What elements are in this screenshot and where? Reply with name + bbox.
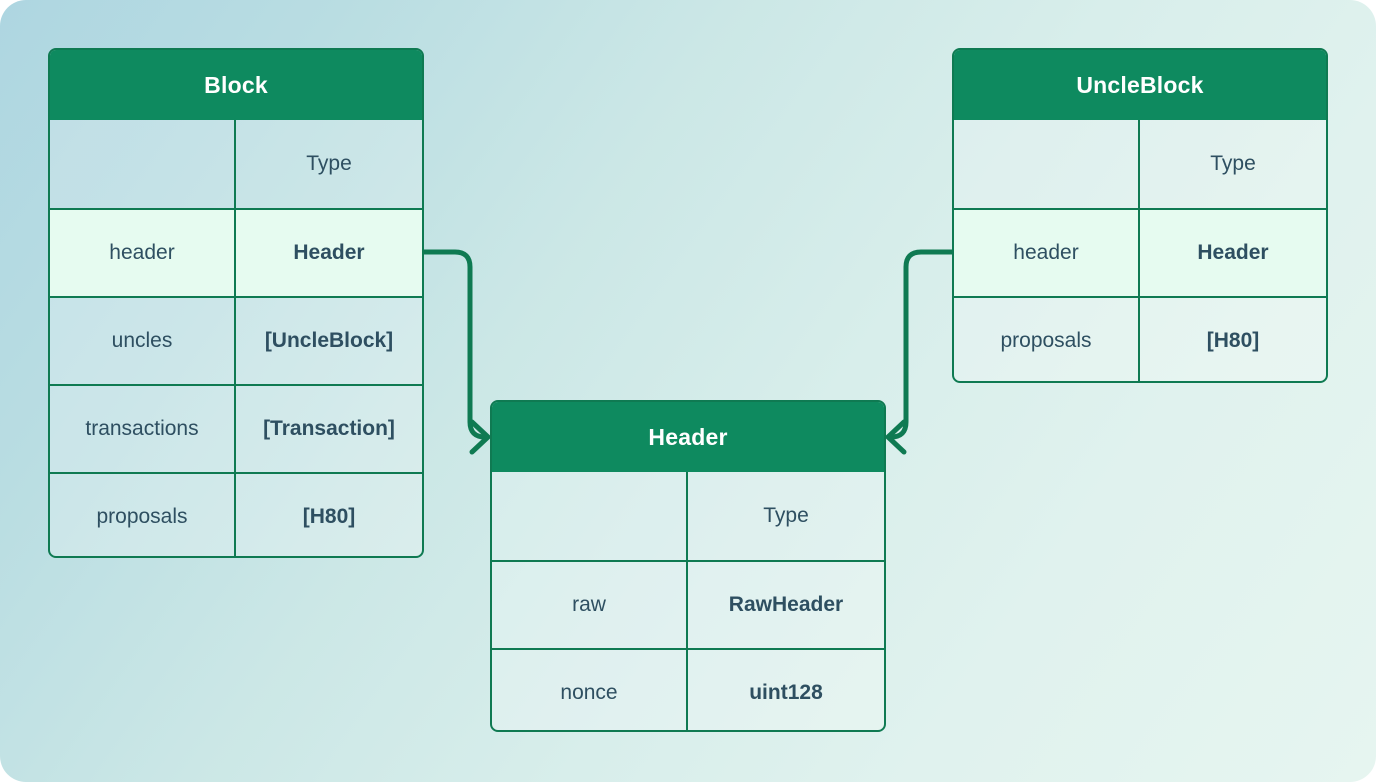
field-type: [Transaction]: [263, 417, 395, 440]
table-header-row: Type: [954, 120, 1326, 208]
table-row[interactable]: proposals [H80]: [50, 472, 422, 556]
entity-block-rows: Type header Header uncles [UncleBlock] t…: [50, 120, 422, 556]
field-name: raw: [492, 562, 688, 648]
field-type: uint128: [749, 681, 823, 704]
column-header-name: [50, 120, 236, 208]
field-name: header: [954, 210, 1140, 296]
arrowhead-into-header-left: [469, 419, 491, 455]
entity-header-title: Header: [492, 402, 884, 472]
table-row[interactable]: uncles [UncleBlock]: [50, 296, 422, 384]
table-row[interactable]: transactions [Transaction]: [50, 384, 422, 472]
column-header-type: Type: [1210, 152, 1256, 175]
field-name: uncles: [50, 298, 236, 384]
field-type: Header: [1197, 241, 1269, 264]
table-row[interactable]: proposals [H80]: [954, 296, 1326, 381]
table-header-row: Type: [492, 472, 884, 560]
field-type: [H80]: [1206, 329, 1260, 352]
field-name: nonce: [492, 650, 688, 730]
entity-block[interactable]: Block Type header Header uncles [UncleBl…: [48, 48, 424, 558]
field-name: transactions: [50, 386, 236, 472]
entity-header[interactable]: Header Type raw RawHeader nonce uint128: [490, 400, 886, 732]
field-name: header: [50, 210, 236, 296]
table-header-row: Type: [50, 120, 422, 208]
connector-uncleblock-header: [886, 249, 955, 440]
field-type: Header: [293, 241, 365, 264]
column-header-name: [954, 120, 1140, 208]
table-row[interactable]: header Header: [50, 208, 422, 296]
table-row[interactable]: raw RawHeader: [492, 560, 884, 648]
field-type: [H80]: [302, 505, 356, 528]
entity-uncleblock[interactable]: UncleBlock Type header Header proposals …: [952, 48, 1328, 383]
field-type: [UncleBlock]: [264, 329, 394, 352]
connector-block-header: [421, 249, 490, 440]
entity-uncleblock-title: UncleBlock: [954, 50, 1326, 120]
table-row[interactable]: header Header: [954, 208, 1326, 296]
entity-header-rows: Type raw RawHeader nonce uint128: [492, 472, 884, 730]
column-header-type: Type: [306, 152, 352, 175]
table-row[interactable]: nonce uint128: [492, 648, 884, 730]
arrowhead-into-header-right: [885, 419, 907, 455]
entity-block-title: Block: [50, 50, 422, 120]
entity-uncleblock-rows: Type header Header proposals [H80]: [954, 120, 1326, 381]
column-header-type: Type: [763, 504, 809, 527]
field-type: RawHeader: [728, 593, 844, 616]
field-name: proposals: [50, 474, 236, 556]
field-name: proposals: [954, 298, 1140, 381]
column-header-name: [492, 472, 688, 560]
